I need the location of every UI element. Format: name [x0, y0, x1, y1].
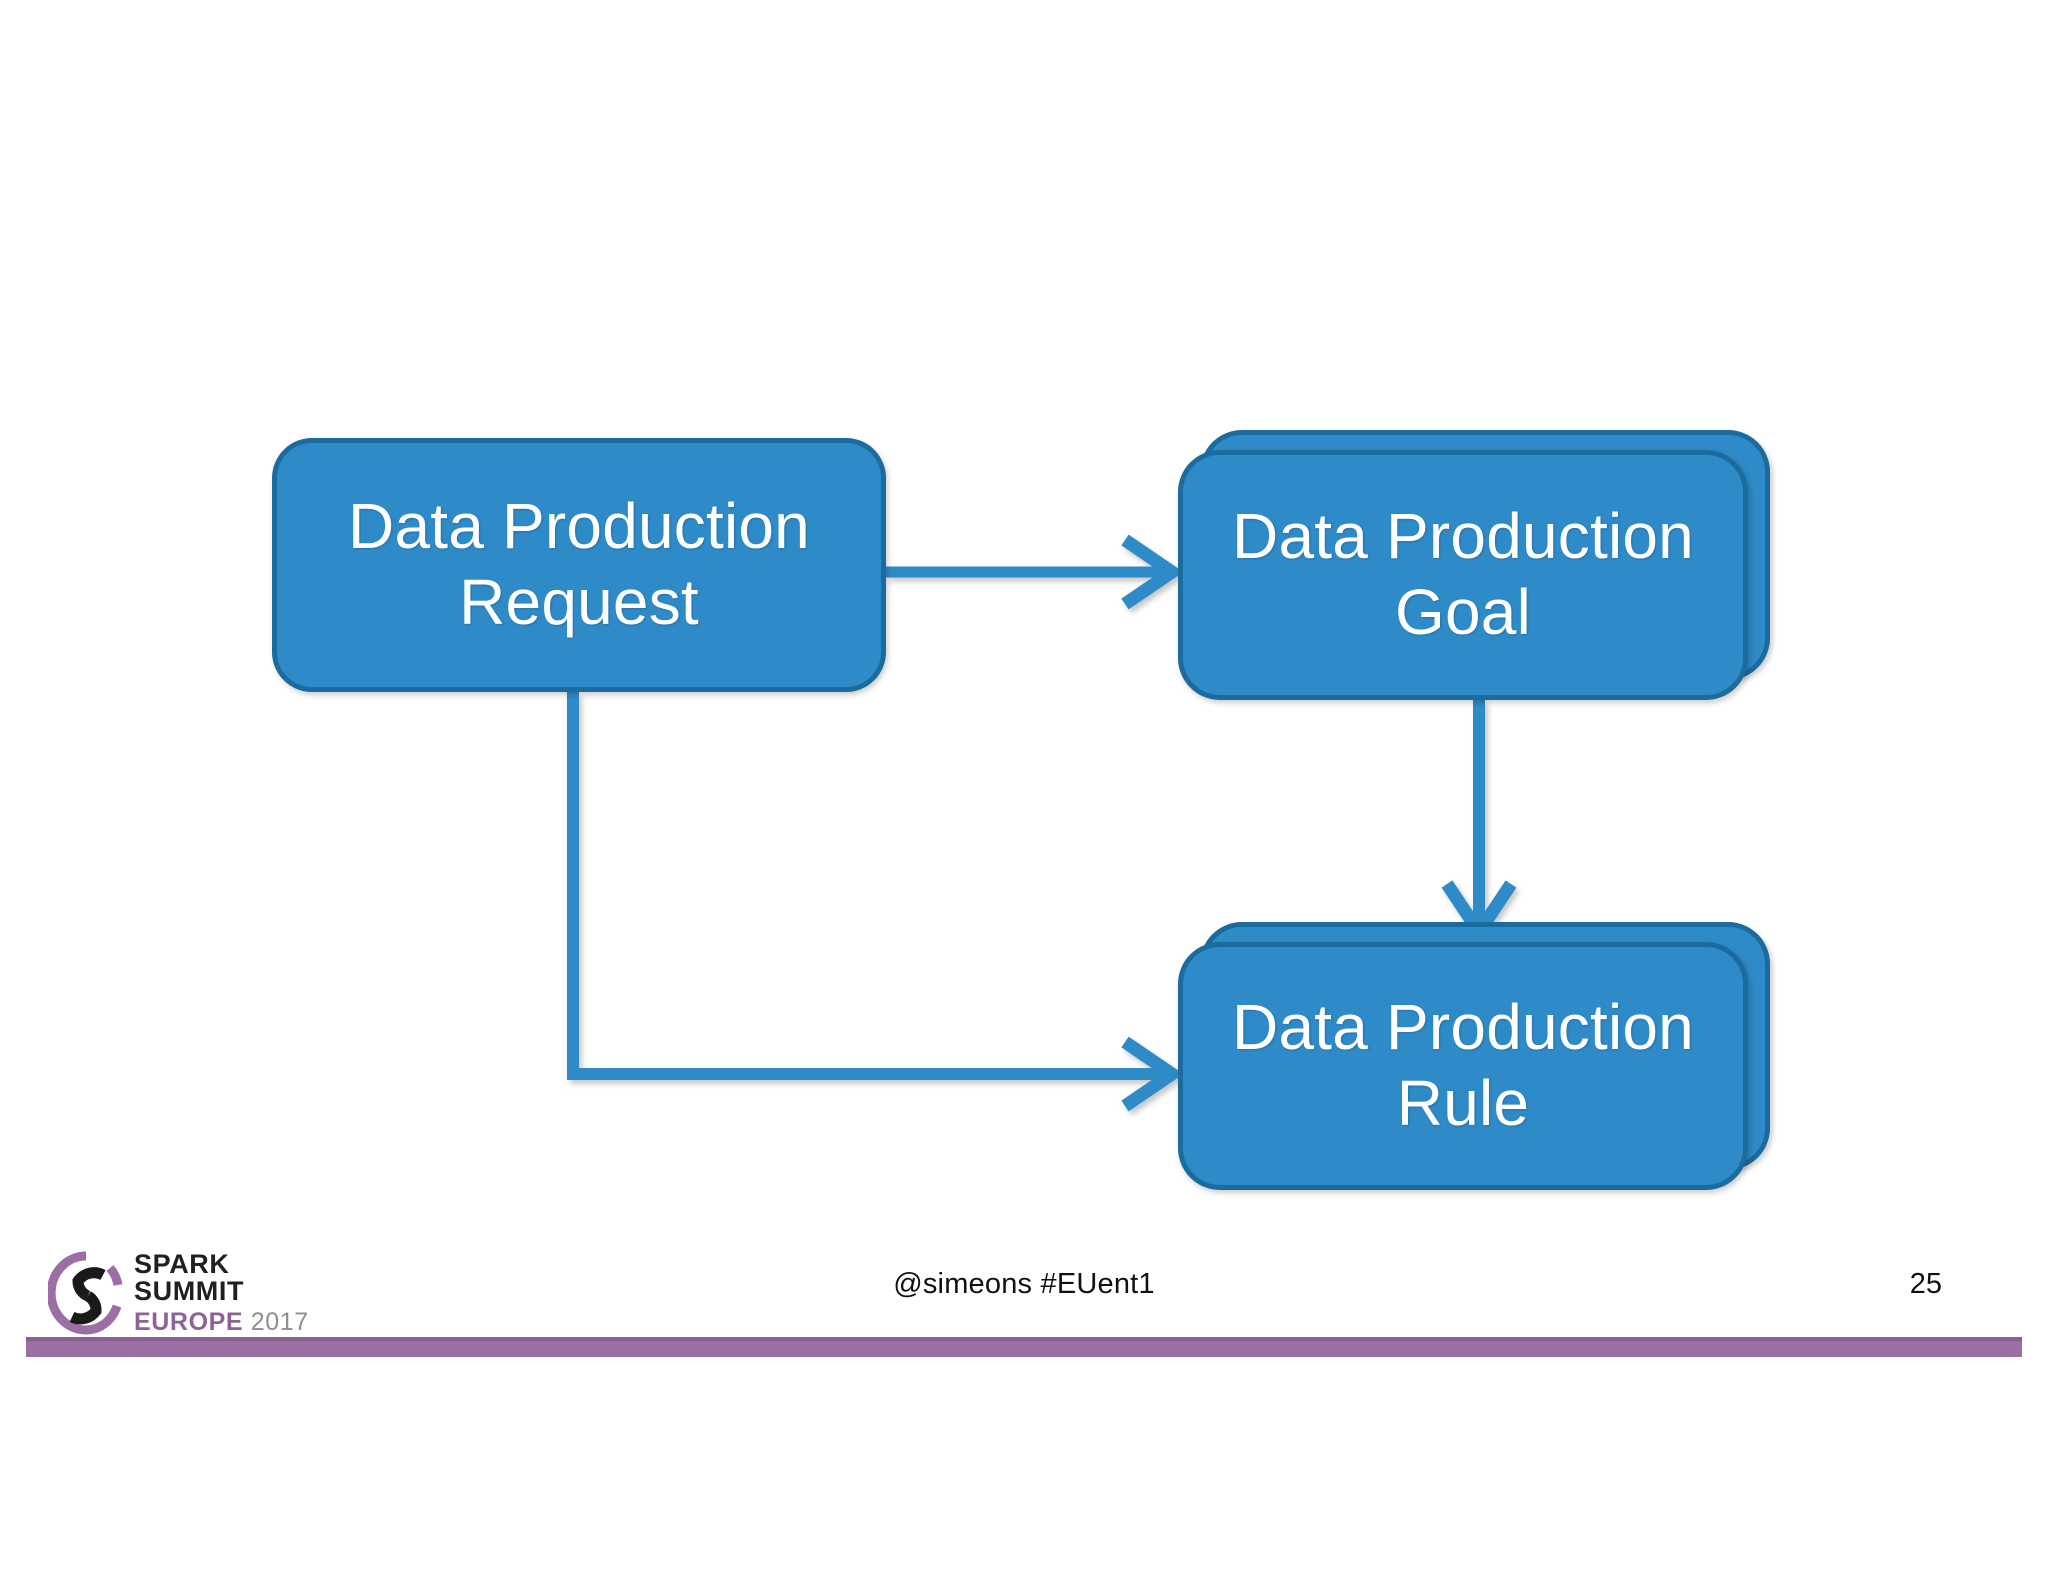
page-number: 25	[1909, 1268, 1942, 1300]
node-data-production-rule[interactable]: Data Production Rule	[1178, 922, 1770, 1190]
logo-text-spark-summit: SPARK SUMMIT	[134, 1249, 245, 1306]
footer-handle-text: @simeons #EUent1	[893, 1268, 1155, 1300]
edge-goal-to-rule	[1441, 700, 1517, 944]
spark-summit-logo: SPARK SUMMIT EUROPE 2017	[46, 1248, 309, 1338]
logo-text-europe-2017: EUROPE 2017	[134, 1310, 309, 1335]
node-label-request: Data Production Request	[348, 490, 810, 638]
logo-wordmark: SPARK SUMMIT EUROPE 2017	[134, 1251, 309, 1335]
logo-text-year	[243, 1308, 251, 1336]
node-card-front: Data Production Rule	[1178, 942, 1748, 1190]
edge-request-to-goal	[886, 534, 1184, 610]
logo-text-europe: EUROPE	[134, 1308, 244, 1336]
node-data-production-goal[interactable]: Data Production Goal	[1178, 430, 1770, 700]
footer-divider-bar	[26, 1337, 2022, 1357]
node-card-front: Data Production Goal	[1178, 450, 1748, 700]
flowchart-diagram: Data Production Request Data Production …	[272, 430, 1770, 1190]
node-data-production-request[interactable]: Data Production Request	[272, 438, 886, 692]
spark-summit-swoosh-icon	[46, 1251, 124, 1335]
logo-year-value: 2017	[250, 1308, 309, 1336]
node-card-front: Data Production Request	[272, 438, 886, 692]
node-label-rule: Data Production Rule	[1232, 991, 1694, 1139]
node-label-goal: Data Production Goal	[1232, 500, 1694, 648]
edge-request-to-rule	[567, 692, 1184, 1112]
